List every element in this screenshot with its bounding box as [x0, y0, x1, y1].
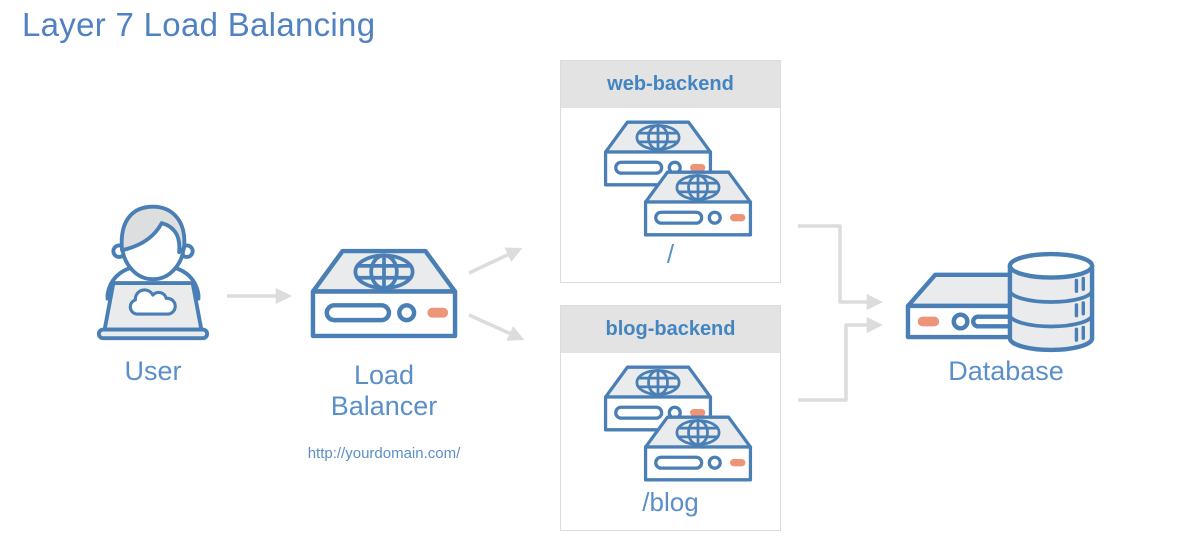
connector-blog-backend-to-database — [798, 316, 883, 402]
arrow-load-balancer-to-web-backend — [468, 247, 523, 275]
user-label: User — [124, 356, 182, 386]
person-at-laptop-icon — [96, 204, 210, 341]
node-user: User — [86, 198, 220, 387]
node-database: Database — [903, 246, 1109, 396]
diagram-title: Layer 7 Load Balancing — [22, 6, 376, 43]
load-balancer-label: Load Balancer — [330, 360, 438, 421]
web-backend-body: / — [561, 108, 780, 282]
node-web-backend: web-backend / — [560, 60, 781, 283]
blog-backend-route: /blog — [642, 487, 699, 517]
web-backend-route: / — [666, 239, 675, 269]
server-globe-icon — [643, 415, 753, 482]
server-icon — [905, 272, 1020, 340]
node-load-balancer: Load Balancer http://yourdomain.com/ — [299, 248, 469, 462]
blog-backend-body: /blog — [561, 353, 780, 530]
load-balancer-url: http://yourdomain.com/ — [307, 445, 461, 462]
node-blog-backend: blog-backend /blog — [560, 305, 781, 531]
server-globe-icon — [643, 170, 753, 237]
load-balancer-server-icon — [310, 248, 458, 339]
connector-web-backend-to-database — [798, 224, 883, 311]
web-backend-header: web-backend — [561, 61, 780, 108]
blog-backend-header: blog-backend — [561, 306, 780, 353]
database-cylinder-icon — [1007, 251, 1095, 353]
arrow-load-balancer-to-blog-backend — [468, 313, 525, 341]
database-label: Database — [948, 356, 1064, 386]
